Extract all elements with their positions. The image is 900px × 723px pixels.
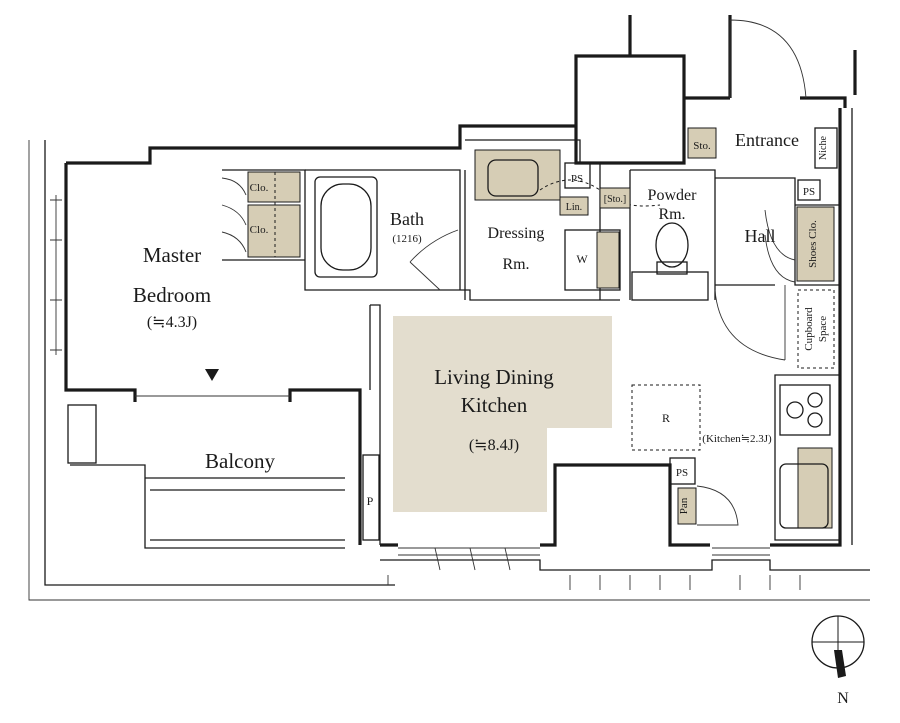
pipe-label: P bbox=[367, 494, 374, 508]
wash-basin bbox=[487, 159, 539, 197]
ps-label-kitchen: PS bbox=[676, 467, 688, 479]
niche-box bbox=[814, 127, 838, 169]
ldk-left-partition bbox=[369, 304, 381, 545]
closet-label-lower: Clo. bbox=[250, 224, 269, 236]
closet-lower bbox=[247, 204, 301, 258]
washer-shelf bbox=[596, 231, 620, 289]
bottom-outer-wall bbox=[380, 559, 870, 571]
left-outer-line bbox=[44, 140, 395, 586]
cupboard-label-2: Space bbox=[817, 316, 829, 342]
sink-counter bbox=[797, 447, 833, 529]
fridge-label: R bbox=[662, 411, 670, 425]
bath-label: Bath bbox=[390, 209, 424, 229]
powder-rm-label: Rm. bbox=[658, 206, 685, 223]
toilet-tank bbox=[656, 261, 688, 275]
burner-2 bbox=[807, 392, 823, 408]
kitchen-sink bbox=[779, 463, 829, 529]
bath-tub bbox=[320, 183, 372, 271]
aircon-unit bbox=[67, 404, 97, 464]
pantry-box bbox=[677, 487, 697, 525]
bath-door-swing bbox=[409, 229, 459, 291]
ps-label-dressing: PS bbox=[571, 173, 583, 185]
north-arrow-icon bbox=[834, 650, 846, 678]
right-exterior-wall bbox=[770, 108, 842, 547]
dressing-door-arc bbox=[539, 179, 661, 207]
stove bbox=[779, 384, 831, 436]
toilet-bowl bbox=[655, 222, 689, 268]
hall-label: Hall bbox=[745, 226, 776, 246]
dressing-rm-label: Rm. bbox=[502, 256, 529, 273]
kitchen-window bbox=[712, 547, 770, 556]
powder-label: Powder bbox=[648, 187, 698, 204]
hall-walls bbox=[715, 177, 840, 286]
ldk-size-label: (≒8.4J) bbox=[469, 437, 519, 454]
ps-box-kitchen bbox=[669, 457, 696, 485]
master-size-label: (≒4.3J) bbox=[147, 314, 197, 331]
closet-upper bbox=[247, 171, 301, 203]
pantry-door-swing bbox=[696, 485, 739, 526]
ldk-floor-highlight bbox=[393, 316, 612, 512]
washer-space bbox=[564, 229, 621, 291]
site-boundary bbox=[28, 140, 870, 601]
compass-icon bbox=[811, 615, 865, 678]
bottom-ldk-wall bbox=[380, 463, 710, 547]
bath-tub-frame bbox=[314, 176, 378, 278]
ps-box-hall bbox=[797, 179, 821, 201]
ps-label-hall: PS bbox=[803, 186, 815, 198]
closet-doors bbox=[221, 177, 247, 253]
balcony-rails bbox=[70, 464, 345, 549]
dressing-label: Dressing bbox=[488, 225, 545, 242]
shoes-closet-label: Shoes Clo. bbox=[807, 220, 819, 268]
linen-box bbox=[559, 196, 589, 216]
entrance-storage-label: Sto. bbox=[693, 140, 711, 152]
balcony-marker bbox=[205, 369, 219, 381]
shoes-closet bbox=[796, 206, 835, 282]
closet-label-upper: Clo. bbox=[250, 182, 269, 194]
master-label: Master bbox=[143, 243, 201, 267]
upper-core-block bbox=[574, 54, 686, 165]
pipe-shaft bbox=[362, 454, 380, 541]
kitchen-counter bbox=[774, 374, 841, 541]
bath-size-label: (1216) bbox=[392, 233, 422, 245]
bedroom-label: Bedroom bbox=[133, 283, 211, 307]
ldk-label-1: Living Dining bbox=[434, 365, 554, 389]
balcony-divider-wall bbox=[288, 388, 362, 545]
ldk-label-2: Kitchen bbox=[461, 393, 528, 417]
bedroom-left-wall bbox=[64, 163, 137, 402]
balcony-label: Balcony bbox=[205, 449, 275, 473]
pantry-label: Pan bbox=[678, 497, 690, 514]
bath-walls bbox=[305, 169, 466, 300]
burner-1 bbox=[786, 401, 804, 419]
closet-partition bbox=[222, 169, 620, 301]
bedroom-window bbox=[50, 195, 62, 355]
linen-label: Lin. bbox=[566, 202, 582, 213]
bedroom-wall bbox=[66, 124, 575, 165]
ldk-window bbox=[398, 547, 540, 571]
north-label: N bbox=[837, 690, 849, 707]
ps-box-dressing bbox=[564, 162, 591, 189]
exterior-ribs bbox=[387, 575, 801, 590]
niche-label: Niche bbox=[818, 136, 829, 160]
powder-storage-label: [Sto.] bbox=[604, 194, 627, 205]
hall-door-swing bbox=[714, 209, 796, 361]
cupboard-label-1: Cupboard bbox=[803, 307, 815, 351]
entrance-top-wall bbox=[684, 96, 847, 108]
entrance-label: Entrance bbox=[735, 130, 799, 150]
entrance-door-swing bbox=[729, 19, 807, 99]
cupboard-space bbox=[797, 289, 835, 369]
toilet-counter bbox=[631, 271, 709, 301]
kitchen-size-label: (Kitchen≒2.3J) bbox=[702, 433, 772, 445]
powder-storage-box bbox=[599, 187, 631, 209]
washer-label: W bbox=[576, 252, 588, 266]
burner-3 bbox=[807, 412, 823, 428]
entrance-storage bbox=[687, 127, 717, 159]
